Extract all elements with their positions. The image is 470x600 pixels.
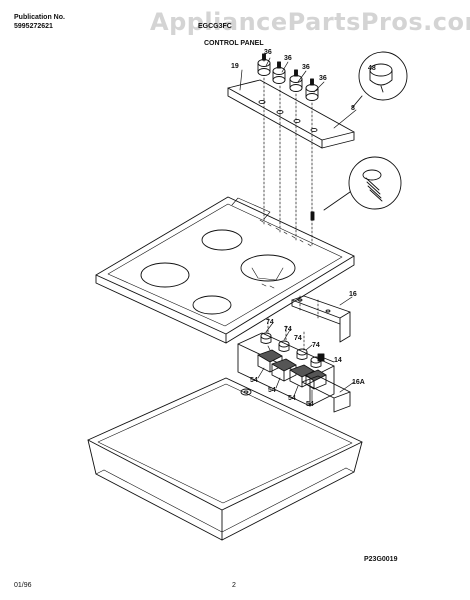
callout-74: 74: [266, 319, 274, 326]
callout-36: 36: [284, 55, 292, 62]
callout-74: 74: [312, 342, 320, 349]
callout-74: 74: [294, 335, 302, 342]
detail-circle-48: [351, 51, 408, 109]
callout-19: 19: [231, 63, 239, 70]
callout-48: 48: [368, 65, 376, 72]
publication-number: 5995272621: [14, 23, 53, 30]
clip-14: [317, 353, 325, 362]
callout-numbers: 19 36 36 36 36 48 8 16 74 74 74 74 14 54…: [231, 49, 376, 408]
bracket-16a: [301, 375, 351, 413]
base-pan: [87, 377, 363, 541]
publication-label: Publication No.: [14, 14, 65, 21]
igniter-switches: [257, 349, 327, 390]
callout-54: 54: [250, 377, 258, 384]
control-knobs: [257, 53, 319, 101]
footer-page-number: 2: [232, 582, 236, 589]
knob-2: [272, 61, 286, 84]
bracket-16: [291, 295, 351, 343]
callout-8: 8: [351, 105, 355, 112]
leader-lines: [239, 57, 357, 403]
cooktop: [95, 196, 355, 344]
knob-1: [257, 53, 271, 76]
callout-36: 36: [302, 64, 310, 71]
callout-36: 36: [319, 75, 327, 82]
callout-14: 14: [334, 357, 342, 364]
section-title: CONTROL PANEL: [204, 40, 264, 47]
callout-36: 36: [264, 49, 272, 56]
watermark: AppliancePartsPros.com: [150, 8, 470, 36]
model-number: EGCG3FC: [198, 23, 232, 30]
detail-circle-screw: [323, 156, 402, 211]
alignment-lines-lower: [267, 295, 319, 353]
figure-code: P23G0019: [364, 556, 398, 563]
callout-54: 54: [288, 395, 296, 402]
callout-16: 16: [349, 291, 357, 298]
control-panel-strip: [227, 79, 355, 149]
knob-3: [289, 69, 303, 92]
callout-54: 54: [306, 401, 314, 408]
footer-date: 01/96: [14, 582, 32, 589]
valve-cups: [260, 332, 322, 368]
cooktop-mounting-holes: [259, 219, 312, 289]
alignment-lines-upper: [263, 77, 313, 247]
callout-16a: 16A: [352, 379, 365, 386]
callout-54: 54: [268, 387, 276, 394]
callout-74: 74: [284, 326, 292, 333]
